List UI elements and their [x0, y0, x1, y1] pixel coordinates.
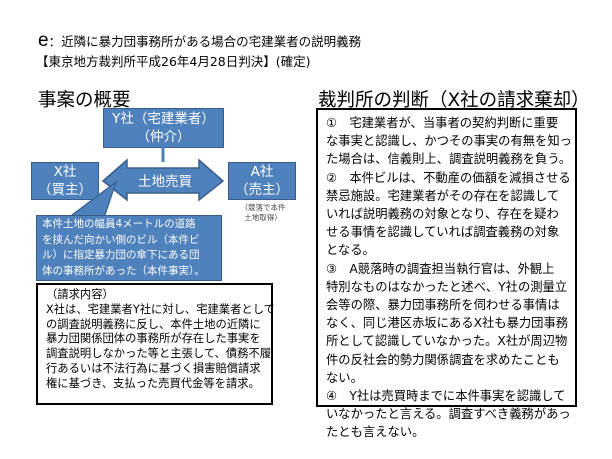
- request-box: （請求内容） X社は、宅建業者Y社に対し、宅建業者として の調査説明義務に反し、…: [36, 283, 275, 405]
- judgment-line: な事実と認識し、かつその事実の有無を知っ: [326, 134, 572, 149]
- judgment-line: 禁忌施設。宅建業者がその存在を認識して: [326, 188, 560, 203]
- x-company-role: （買主）: [38, 182, 92, 198]
- judgment-heading: 裁判所の判断（X社の請求棄却）: [318, 90, 590, 111]
- callout-line: 本件土地の幅員4メートルの道路: [42, 218, 196, 230]
- y-company-box: Y社（宅建業者） （仲介）: [103, 108, 224, 148]
- x-company-box: X社 （買主）: [31, 162, 99, 200]
- request-line: の調査説明義務に反し、本件土地の近隣に: [46, 317, 261, 331]
- judgment-line: 会等の際、暴力団事務所を伺わせる事情は: [326, 298, 560, 313]
- callout-fact: 本件土地の幅員4メートルの道路 を挟んだ向かい側のビル（本件ビ ル）に指定暴力団…: [36, 215, 222, 281]
- judgment-line: ④ Y社は売買時までに本件事実を認識して: [326, 389, 566, 404]
- judgment-line: ない。: [326, 370, 363, 385]
- title-prefix: e: [38, 30, 49, 51]
- request-heading: （請求内容）: [46, 288, 114, 301]
- judgment-line: 件の反社会的勢力関係調査を求めたことも: [326, 352, 560, 367]
- judgment-line: ③ A競落時の調査担当執行官は、外観上: [326, 261, 555, 276]
- judgment-line: となる。: [326, 243, 375, 258]
- judgment-line: たとも言えない。: [326, 425, 425, 440]
- callout-line: 体の事務所があった（本件事実）。: [42, 264, 205, 277]
- a-company-name: A社: [250, 164, 274, 180]
- request-line: X社は、宅建業者Y社に対し、宅建業者として: [46, 302, 275, 316]
- note-line: （競落で本件: [240, 203, 286, 212]
- y-company-role: （仲介）: [136, 129, 191, 145]
- callout-line: を挟んだ向かい側のビル（本件ビ: [42, 233, 200, 246]
- judgment-line: 特別なものはなかったと述べ、Y社の測量立: [326, 279, 568, 294]
- case-citation: 【東京地方裁判所平成26年4月28日判決】(確定): [36, 54, 311, 69]
- judgment-line: いなかったと言える。調査すべき義務があっ: [326, 407, 571, 422]
- judgment-box: ① 宅建業者が、当事者の契約判断に重要 な事実と認識し、かつその事実の有無を知っ…: [316, 108, 577, 439]
- judgment-line: 所として認識していなかった。X社が周辺物: [326, 334, 568, 349]
- overview-heading: 事案の概要: [38, 90, 131, 111]
- note-line: 土地取得）: [244, 213, 282, 222]
- judgment-line: ① 宅建業者が、当事者の契約判断に重要: [326, 116, 559, 130]
- a-company-role: （売主）: [235, 182, 289, 198]
- a-company-box: A社 （売主）: [228, 162, 296, 200]
- slide-title: e：近隣に暴力団事務所がある場合の宅建業者の説明義務: [38, 31, 361, 50]
- x-company-name: X社: [53, 164, 77, 180]
- judgment-line: せる事情を認識していれば調査義務の対象: [326, 225, 560, 240]
- title-text: ：近隣に暴力団事務所がある場合の宅建業者の説明義務: [48, 34, 362, 49]
- judgment-line: た場合は、信義則上、調査説明義務を負う。: [326, 152, 572, 167]
- judgment-line: いれば説明義務の対象となり、存在を疑わ: [326, 207, 559, 222]
- judgment-line: なく、同じ港区赤坂にあるX社も暴力団事務: [326, 316, 569, 331]
- a-company-note: （競落で本件 土地取得）: [232, 203, 294, 223]
- judgment-line: ② 本件ビルは、不動産の価額を減損させる: [326, 170, 571, 185]
- sale-arrow: [101, 147, 225, 202]
- request-line: 調査説明しなかった等と主張して、債務不履: [46, 347, 272, 361]
- request-line: 行あるいは不法行為に基づく損害賠償請求: [46, 361, 261, 375]
- y-company-name: Y社（宅建業者）: [112, 111, 215, 127]
- request-line: 権に基づき、支払った売買代金等を請求。: [46, 376, 260, 390]
- callout-line: ル）に指定暴力団の傘下にある団: [42, 249, 200, 261]
- callout-tail: [66, 180, 118, 219]
- arrow-label: 土地売買: [138, 174, 192, 190]
- request-line: 暴力団関係団体の事務所が存在した事実を: [46, 332, 261, 346]
